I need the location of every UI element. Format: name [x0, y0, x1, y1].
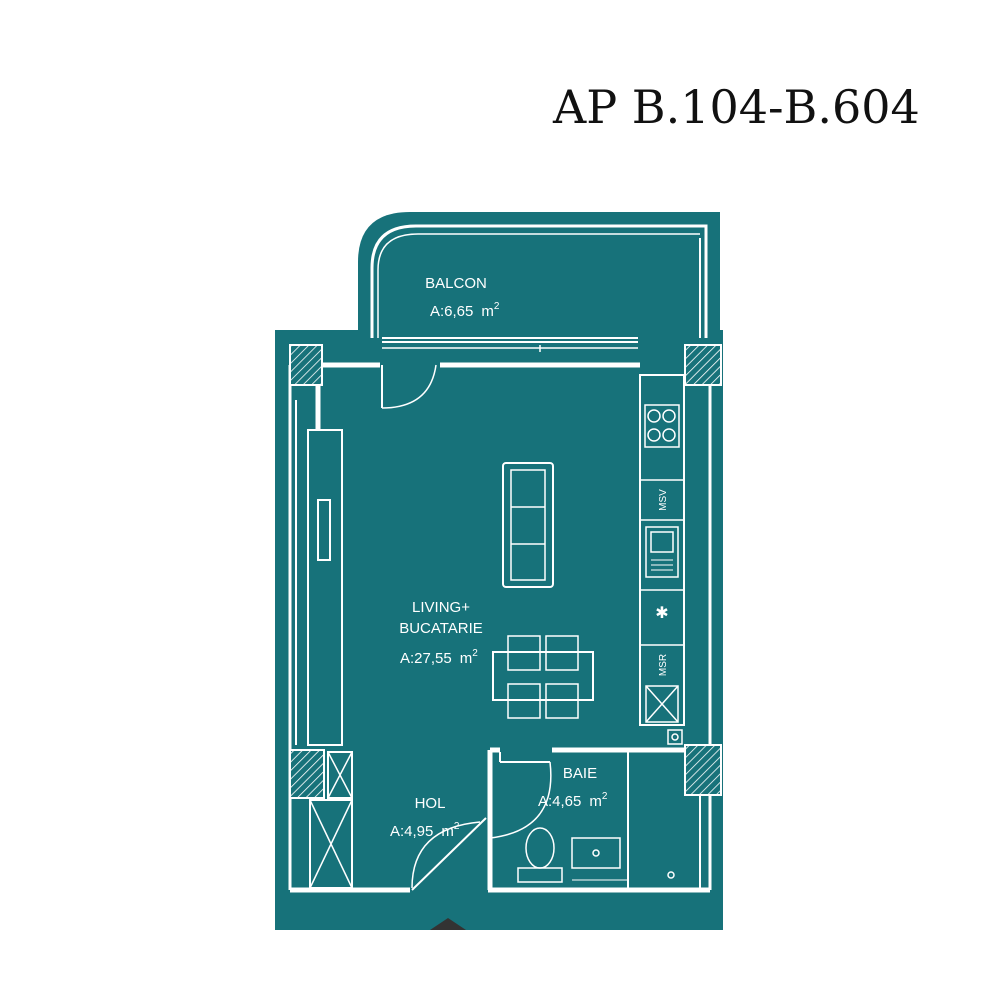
- living-name-1: LIVING+: [412, 599, 470, 616]
- fridge-icon: ✱: [655, 605, 668, 622]
- dining-table-icon: [492, 635, 594, 719]
- msv-label: MSV: [658, 489, 669, 511]
- apartment-title: AP B.104-B.604: [553, 80, 920, 134]
- sofa-icon: [502, 462, 554, 588]
- baie-name: BAIE: [563, 765, 597, 782]
- msr-label: MSR: [658, 654, 669, 676]
- bathroom-fixtures: [517, 827, 675, 883]
- doors: [381, 364, 552, 891]
- floor-area: [275, 212, 723, 930]
- columns: [289, 344, 722, 799]
- kitchen-counter: ✱ MSV MSR: [639, 374, 685, 745]
- balcony: [370, 224, 708, 352]
- living-name-2: BUCATARIE: [399, 620, 483, 637]
- walls: [288, 362, 712, 893]
- hol-name: HOL: [415, 795, 446, 812]
- balcon-name: BALCON: [425, 275, 487, 292]
